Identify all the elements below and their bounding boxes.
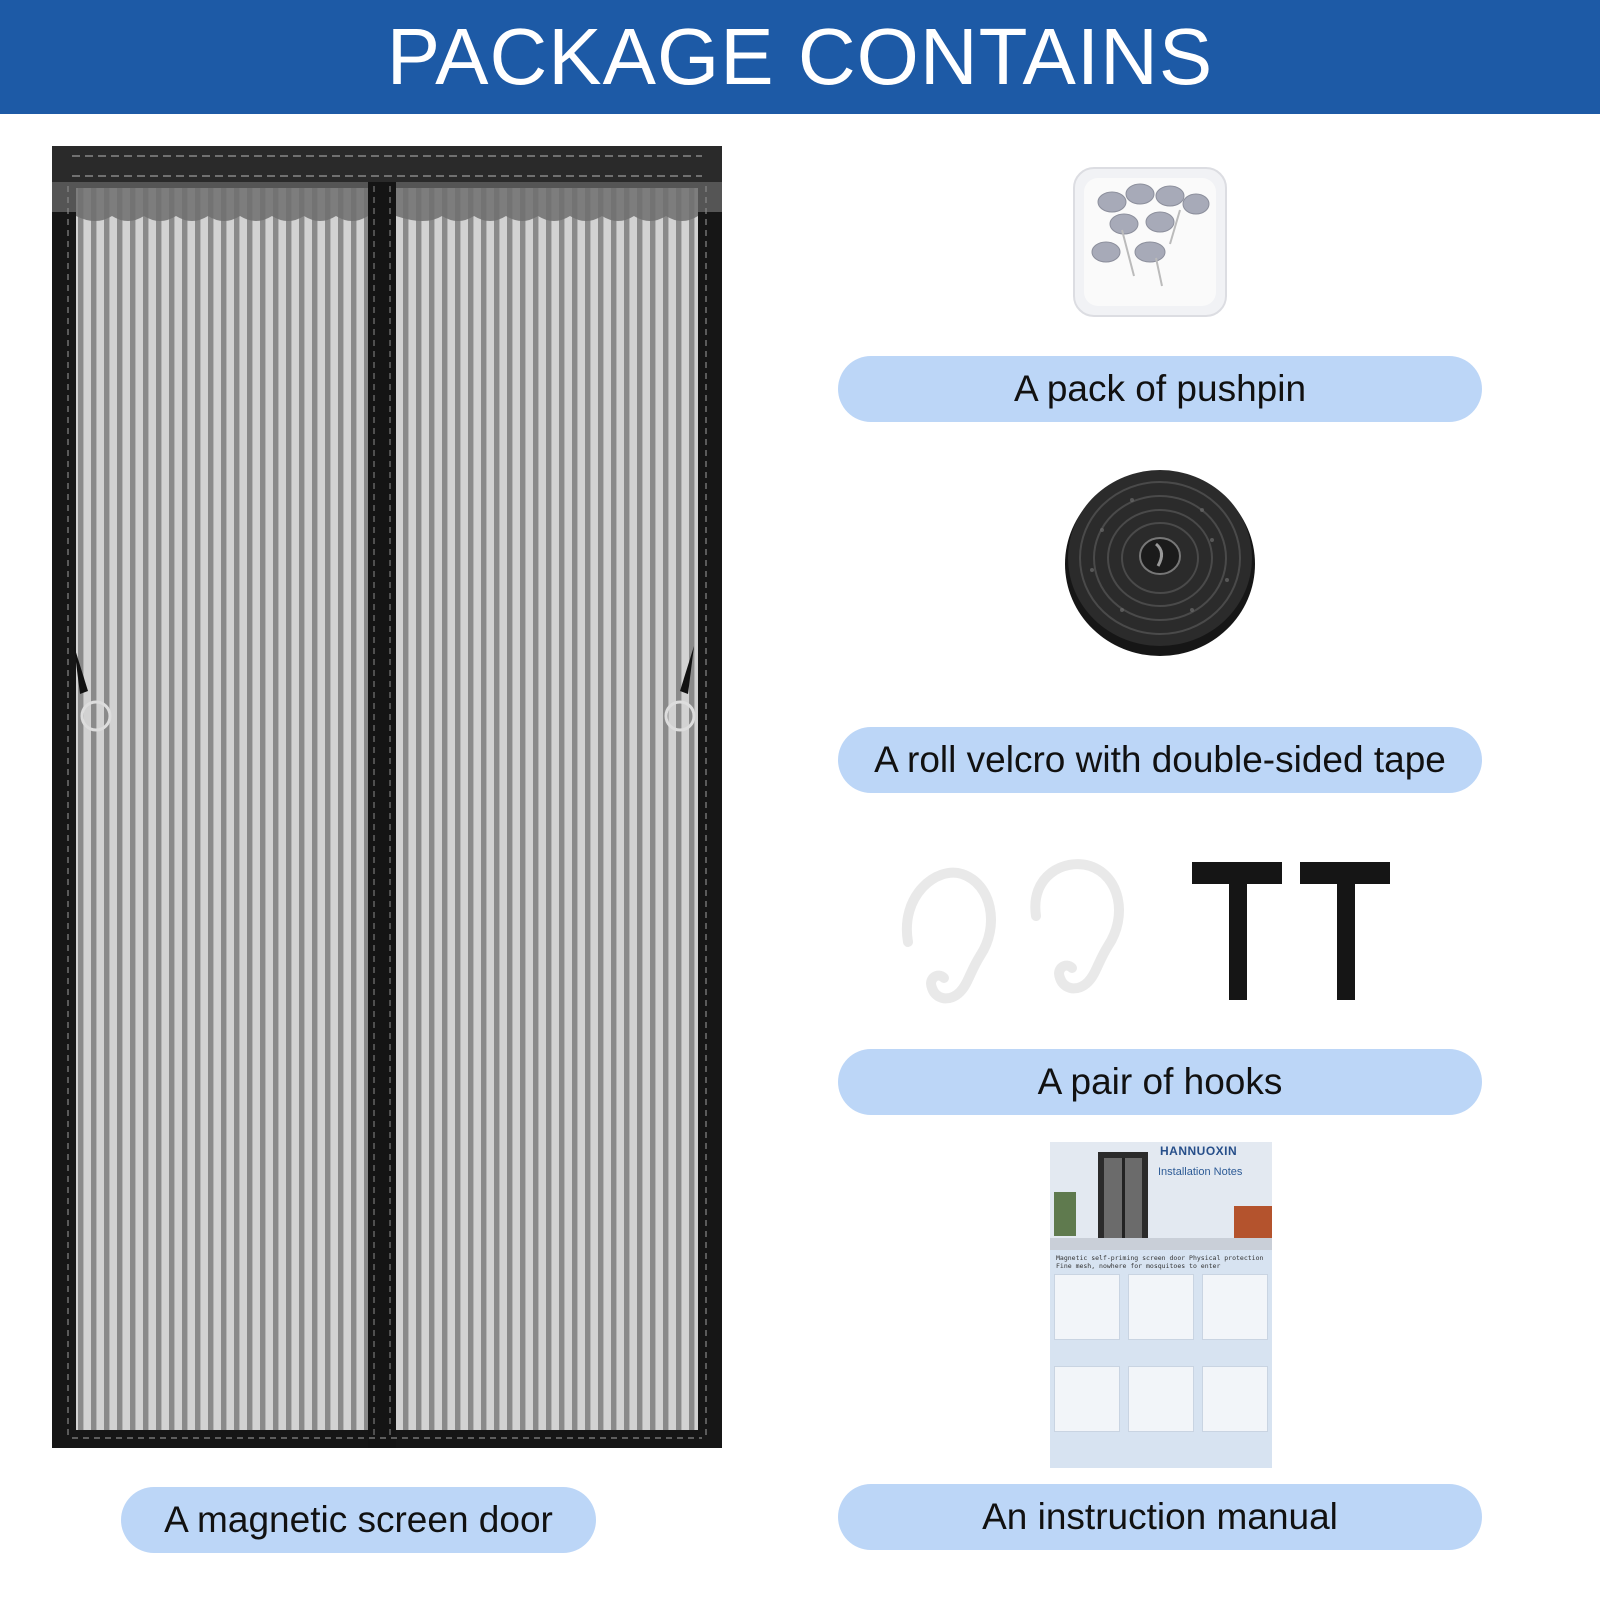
velcro-label: A roll velcro with double-sided tape — [838, 727, 1482, 793]
hooks-label: A pair of hooks — [838, 1049, 1482, 1115]
magnetic-screen-door-image — [52, 146, 722, 1448]
pushpin-pack-image — [1073, 167, 1227, 317]
manual-description: Magnetic self-priming screen door Physic… — [1056, 1254, 1264, 1270]
velcro-roll-image — [1065, 470, 1255, 656]
door-label: A magnetic screen door — [121, 1487, 596, 1553]
hooks-and-straps-image — [901, 859, 1390, 1004]
manual-label-text: An instruction manual — [982, 1496, 1338, 1537]
page-title: PACKAGE CONTAINS — [386, 12, 1214, 101]
manual-label: An instruction manual — [838, 1484, 1482, 1550]
velcro-label-text: A roll velcro with double-sided tape — [874, 739, 1446, 780]
header-banner: PACKAGE CONTAINS — [0, 0, 1600, 114]
manual-subtitle: Installation Notes — [1158, 1166, 1243, 1178]
door-label-text: A magnetic screen door — [164, 1499, 553, 1540]
manual-step-3 — [1202, 1274, 1268, 1340]
manual-step-1 — [1054, 1274, 1120, 1340]
hooks-label-text: A pair of hooks — [1037, 1061, 1283, 1102]
pushpin-label: A pack of pushpin — [838, 356, 1482, 422]
pushpin-label-text: A pack of pushpin — [1013, 368, 1307, 409]
manual-step-6 — [1202, 1366, 1268, 1432]
manual-step-4 — [1054, 1366, 1120, 1432]
manual-brand: HANNUOXIN — [1160, 1144, 1238, 1158]
manual-step-2 — [1128, 1274, 1194, 1340]
instruction-manual-image: HANNUOXIN Installation Notes Magnetic se… — [1050, 1142, 1272, 1468]
manual-step-5 — [1128, 1366, 1194, 1432]
